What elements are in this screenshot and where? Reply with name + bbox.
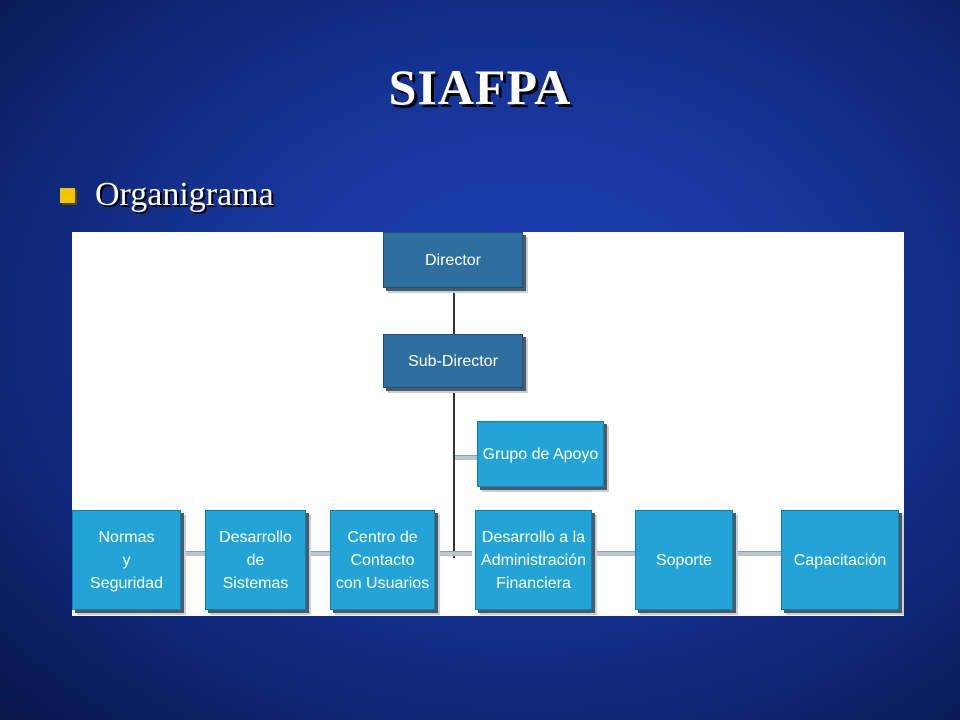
- org-chart: Director Sub-Director Grupo de Apoyo Nor…: [72, 232, 904, 616]
- bullet-text: Organigrama: [95, 176, 274, 213]
- box-director-label: Director: [424, 251, 481, 269]
- box-capacitacion-label: Capacitación: [793, 551, 887, 569]
- box-soporte: Soporte: [635, 510, 733, 610]
- box-centro-contacto-label: Centro de Contacto con Usuarios: [335, 528, 430, 592]
- box-sub-director: Sub-Director: [383, 334, 523, 388]
- box-centro-contacto: Centro de Contacto con Usuarios: [330, 510, 435, 610]
- box-normas-seguridad: Normas y Seguridad: [72, 510, 181, 610]
- box-grupo-apoyo-label: Grupo de Apoyo: [482, 445, 599, 463]
- box-desarrollo-admin-label: Desarrollo a la Administración Financier…: [481, 528, 586, 592]
- slide-title: SIAFPA: [388, 59, 572, 115]
- bullet-item: Organigrama: [60, 176, 274, 214]
- box-sub-director-label: Sub-Director: [408, 352, 498, 370]
- connector-grupo-apoyo: [455, 455, 477, 460]
- connector-vertical-trunk: [453, 388, 455, 558]
- box-grupo-apoyo: Grupo de Apoyo: [477, 421, 604, 487]
- box-desarrollo-sistemas-label: Desarrollo de Sistemas: [219, 528, 292, 592]
- box-normas-seguridad-label: Normas y Seguridad: [90, 528, 163, 592]
- connector-director-subdirector: [453, 288, 455, 334]
- box-desarrollo-admin: Desarrollo a la Administración Financier…: [475, 510, 592, 610]
- connector-bottom-left: [182, 551, 472, 556]
- bullet-square-icon: [60, 187, 75, 203]
- box-soporte-label: Soporte: [655, 551, 713, 569]
- box-capacitacion: Capacitación: [781, 510, 899, 610]
- box-desarrollo-sistemas: Desarrollo de Sistemas: [205, 510, 306, 610]
- box-director: Director: [383, 232, 523, 288]
